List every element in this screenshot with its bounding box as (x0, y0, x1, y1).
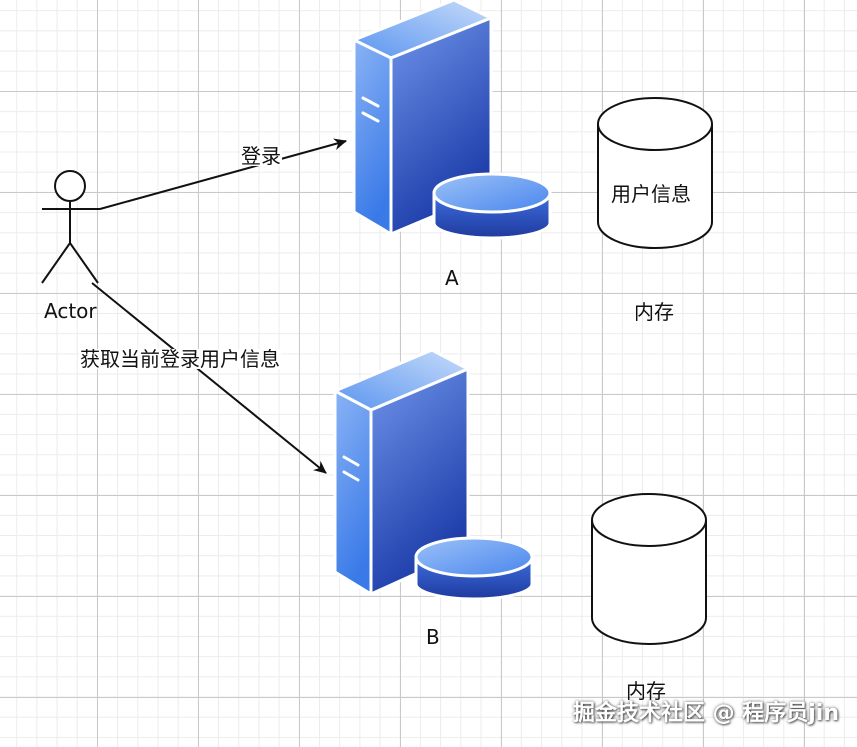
watermark: 掘金技术社区 @ 程序员jin (572, 701, 839, 726)
memory-b-label: 内存 (626, 679, 666, 703)
login-edge-label: 登录 (240, 144, 282, 168)
memory-a-label: 内存 (634, 300, 674, 324)
actor-label: Actor (44, 299, 97, 323)
server-b-label: B (426, 625, 440, 649)
server-b-icon (333, 348, 534, 601)
login-arrow (99, 138, 347, 210)
server-a-icon (352, 0, 552, 240)
actor-figure (41, 170, 100, 284)
memory-a-content: 用户信息 (611, 182, 691, 206)
get-user-arrow (91, 282, 327, 474)
server-a-label: A (445, 266, 459, 290)
memory-a-cylinder (597, 97, 713, 249)
memory-b-cylinder (591, 493, 707, 645)
get-user-edge-label: 获取当前登录用户信息 (79, 347, 281, 371)
